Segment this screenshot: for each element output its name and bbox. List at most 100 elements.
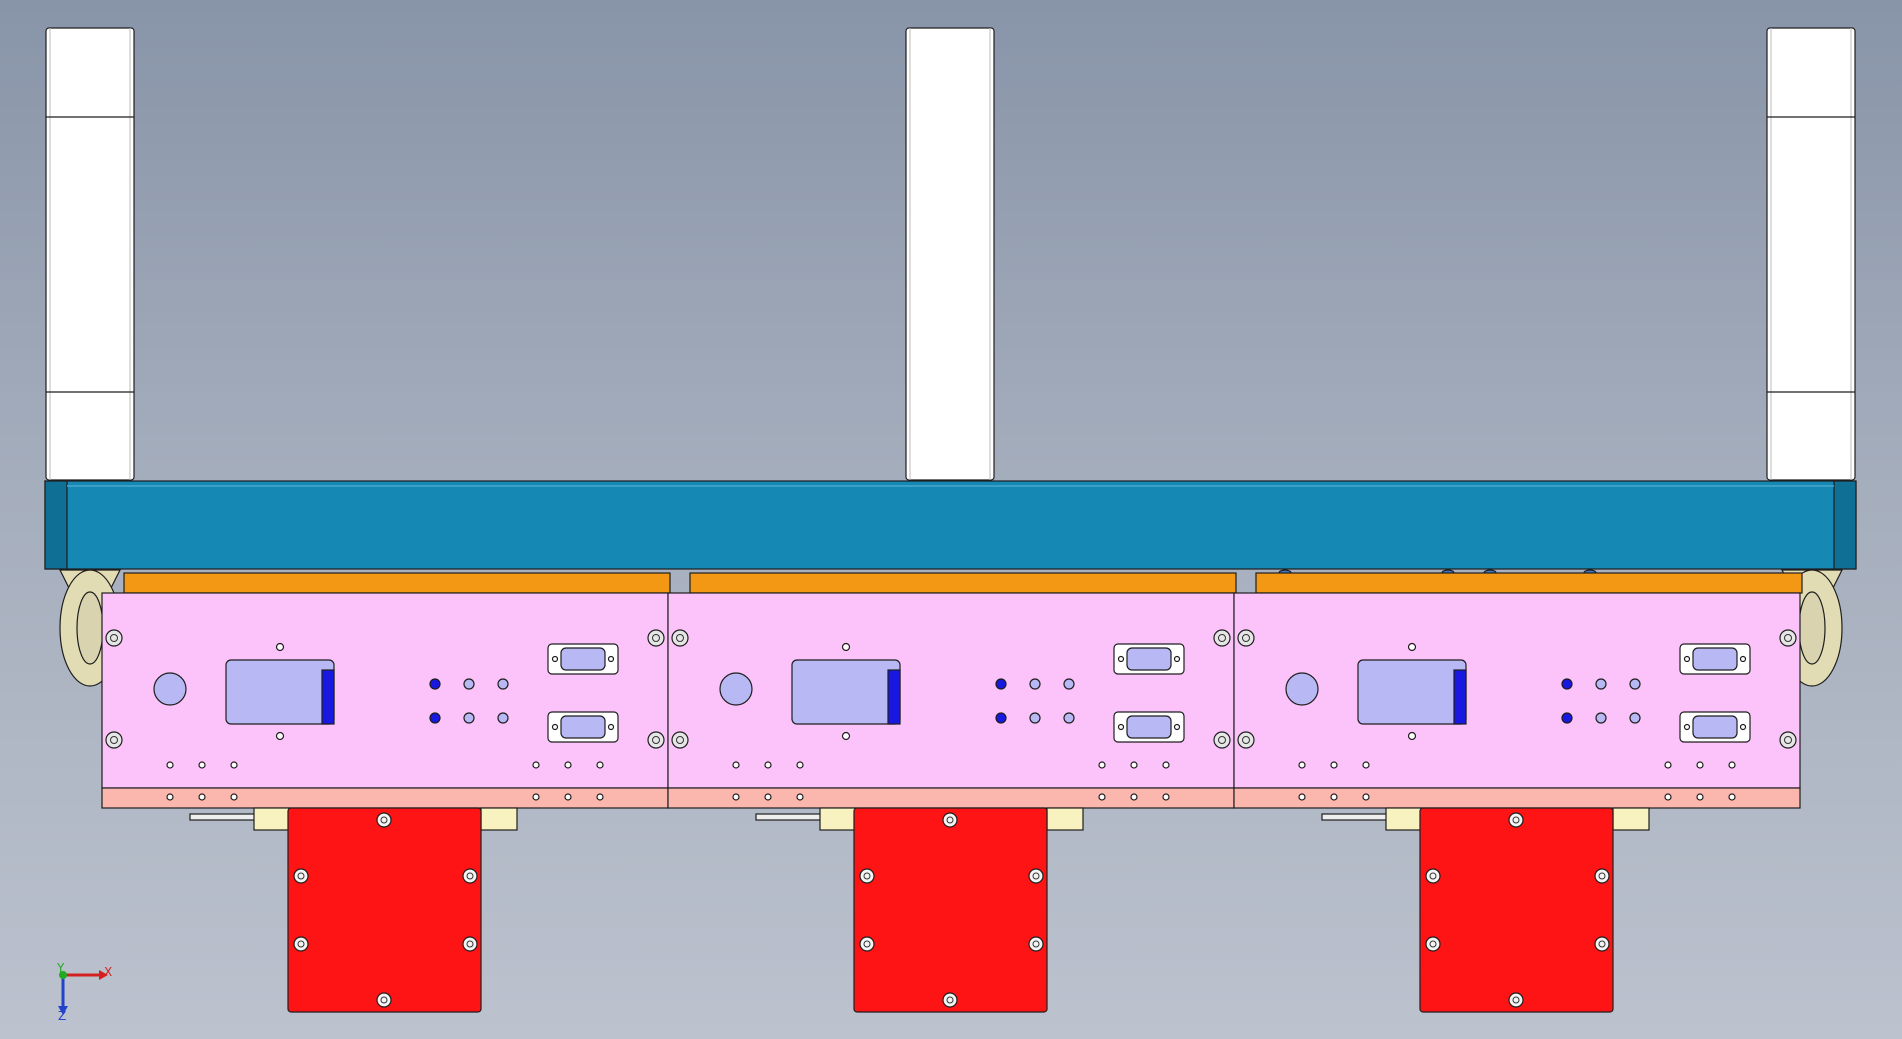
red-block-screw (1425, 868, 1441, 884)
right-post[interactable] (1766, 27, 1856, 481)
red-block-screw-head (466, 872, 474, 880)
red-block-screw-head (1512, 816, 1520, 824)
crossbeam-right-end (1833, 480, 1857, 570)
panel-screw-head (1784, 736, 1792, 744)
connector-screw (1683, 723, 1691, 731)
round-knob[interactable] (153, 672, 187, 706)
panel-screw (105, 731, 123, 749)
mount-tab-right (1046, 807, 1084, 831)
post-body (1766, 27, 1856, 481)
mount-tab-left (819, 807, 857, 831)
x-axis-arrowhead (99, 970, 108, 980)
round-knob[interactable] (1285, 672, 1319, 706)
display-window (225, 659, 335, 725)
panel-screw-head (1242, 634, 1250, 642)
posts (45, 27, 1856, 481)
indicator-led-off (1029, 712, 1041, 724)
panel-screw (1779, 731, 1797, 749)
orange-strip (689, 572, 1237, 594)
vent-hole (166, 761, 174, 769)
vent-hole (1098, 761, 1106, 769)
indicator-led-off (1629, 712, 1641, 724)
red-block-screw (859, 936, 875, 952)
orange-strip (1255, 572, 1803, 594)
display-window (791, 659, 901, 725)
red-block-screw-head (1032, 872, 1040, 880)
panel-screw-head (652, 736, 660, 744)
y-axis-marker (59, 971, 67, 979)
bottom-strip (101, 787, 669, 809)
vent-hole (1696, 793, 1704, 801)
eye-bolt-hole (1798, 591, 1826, 665)
red-block-screw (1508, 992, 1524, 1008)
connector-body (1692, 647, 1738, 671)
red-block-screw-head (297, 940, 305, 948)
module-2[interactable] (667, 572, 1237, 1013)
bottom-strip (667, 787, 1235, 809)
vent-hole (532, 793, 540, 801)
crossbeam[interactable] (44, 480, 1857, 577)
left-post[interactable] (45, 27, 135, 481)
connector-body (1126, 647, 1172, 671)
vent-hole (230, 761, 238, 769)
red-block-screw-head (946, 816, 954, 824)
panel-screw-head (676, 736, 684, 744)
connector-screw (1117, 723, 1125, 731)
vent-hole (1362, 761, 1370, 769)
indicator-led-off (463, 712, 475, 724)
panel-screw-head (110, 634, 118, 642)
red-block-screw-head (380, 996, 388, 1004)
front-panel[interactable] (1233, 592, 1801, 789)
crossbeam-body (44, 480, 1857, 570)
indicator-led (429, 712, 441, 724)
vent-hole (564, 793, 572, 801)
red-block-screw (942, 992, 958, 1008)
red-block[interactable] (853, 807, 1048, 1013)
vent-hole (230, 793, 238, 801)
red-block-screw-head (1512, 996, 1520, 1004)
indicator-led-off (497, 712, 509, 724)
indicator-led-off (1063, 678, 1075, 690)
panel-screw (1213, 629, 1231, 647)
red-block-screw-head (1598, 940, 1606, 948)
red-block[interactable] (1419, 807, 1614, 1013)
red-block-screw-head (1598, 872, 1606, 880)
post-body (905, 27, 995, 481)
z-axis-arrowhead (58, 1006, 68, 1015)
indicator-led-off (497, 678, 509, 690)
mount-tab-right (1612, 807, 1650, 831)
vent-hole (532, 761, 540, 769)
display-bar (321, 669, 335, 725)
indicator-led (1561, 712, 1573, 724)
indicator-led (429, 678, 441, 690)
panel-screw (1237, 731, 1255, 749)
vent-hole (1330, 793, 1338, 801)
indicator-led-off (1595, 712, 1607, 724)
indicator-led-off (463, 678, 475, 690)
module-1[interactable] (101, 572, 671, 1013)
panel-screw (1237, 629, 1255, 647)
front-panel[interactable] (667, 592, 1235, 789)
connector-body (560, 715, 606, 739)
connector-screw (607, 655, 615, 663)
round-knob[interactable] (719, 672, 753, 706)
x-axis-label: X (104, 965, 112, 979)
panel-screw-head (652, 634, 660, 642)
connector-screw (551, 723, 559, 731)
vent-hole (1696, 761, 1704, 769)
vent-hole (1330, 761, 1338, 769)
center-post[interactable] (905, 27, 995, 481)
vent-hole (1098, 793, 1106, 801)
panel-screw (647, 731, 665, 749)
panel-screw-head (1784, 634, 1792, 642)
red-block[interactable] (287, 807, 482, 1013)
front-panel[interactable] (101, 592, 669, 789)
red-block-screw (859, 868, 875, 884)
red-block-screw (1425, 936, 1441, 952)
panel-screw (671, 629, 689, 647)
module-3[interactable] (1233, 572, 1803, 1013)
panel-screw (1213, 731, 1231, 749)
red-block-screw-head (297, 872, 305, 880)
